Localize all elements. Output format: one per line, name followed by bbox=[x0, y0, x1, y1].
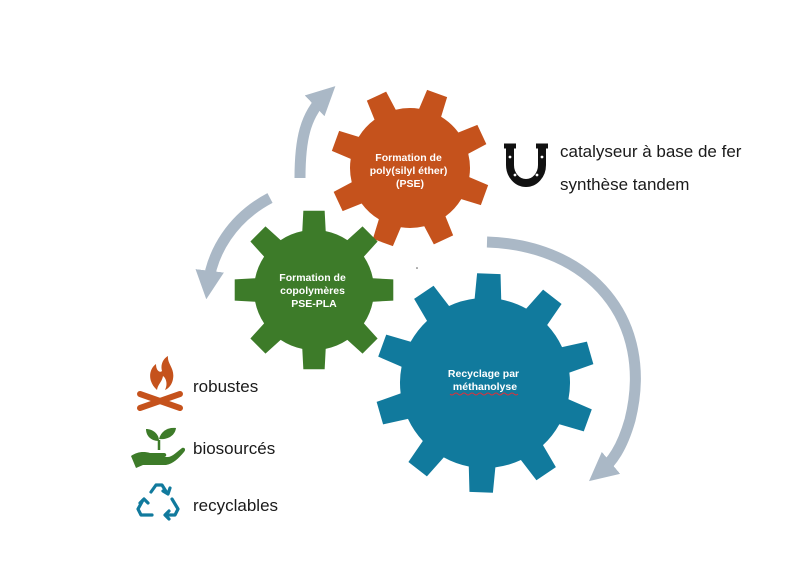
gear-pse-line3: (PSE) bbox=[396, 178, 424, 190]
cycle-arrow-top bbox=[294, 86, 336, 179]
gear-pse-line2: poly(silyl éther) bbox=[370, 165, 448, 177]
gear-copolymer-formation: Formation de copolymères PSE-PLA bbox=[234, 210, 394, 370]
legend-label-recyclable: recyclables bbox=[193, 496, 278, 515]
stray-dot bbox=[416, 267, 418, 269]
gear-recycling-line2: méthanolyse bbox=[453, 381, 517, 393]
svg-text:Formation de copolymères: Formation de copolymères PSE-PLA bbox=[279, 272, 348, 310]
svg-text:Formation de poly(silyl: Formation de poly(silyl éther) (PSE) bbox=[370, 152, 451, 190]
gear-pse-formation: Formation de poly(silyl éther) (PSE) bbox=[331, 89, 489, 247]
gear-shape bbox=[234, 210, 394, 370]
gear-copolymer-line3: PSE-PLA bbox=[291, 298, 337, 310]
recycle-icon bbox=[136, 483, 180, 521]
horseshoe-icon bbox=[504, 143, 548, 187]
gear-shape bbox=[331, 89, 489, 247]
catalyst-line1: catalyseur à base de fer bbox=[560, 142, 742, 161]
campfire-icon bbox=[137, 356, 183, 411]
gear-copolymer-line1: Formation de bbox=[279, 272, 346, 284]
gear-shape bbox=[376, 273, 594, 493]
gear-recycling-line1: Recyclage par bbox=[448, 368, 519, 380]
hand-plant-icon bbox=[131, 427, 186, 468]
cycle-arrow-right bbox=[486, 236, 641, 482]
gear-copolymer-line2: copolymères bbox=[280, 285, 345, 297]
svg-text:Recyclage par méthanolys: Recyclage par méthanolyse bbox=[448, 368, 522, 393]
gear-pse-line1: Formation de bbox=[375, 152, 442, 164]
legend-label-biobased: biosourcés bbox=[193, 439, 275, 458]
gear-recycling: Recyclage par méthanolyse bbox=[376, 273, 594, 493]
catalyst-note: catalyseur à base de fer synthèse tandem bbox=[504, 142, 742, 194]
catalyst-line2: synthèse tandem bbox=[560, 175, 689, 194]
legend: robustes biosourcés recyclables bbox=[131, 356, 278, 521]
cycle-arrow-left bbox=[195, 193, 273, 300]
spellcheck-squiggle bbox=[449, 392, 519, 396]
legend-label-robust: robustes bbox=[193, 377, 258, 396]
